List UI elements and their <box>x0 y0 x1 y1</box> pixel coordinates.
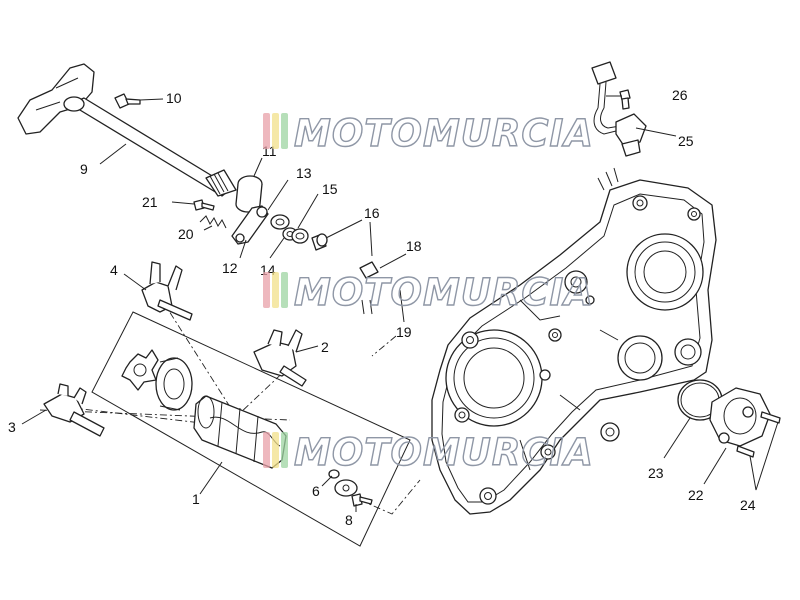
shift-fork-part-2 <box>253 329 307 387</box>
callout-25: 25 <box>678 133 694 149</box>
watermark-stripe <box>272 272 279 308</box>
callout-9: 9 <box>80 161 88 177</box>
shift-fork-part-4 <box>141 261 193 321</box>
callout-20: 20 <box>178 226 194 242</box>
callout-24: 24 <box>740 497 756 513</box>
callout-10: 10 <box>166 90 182 106</box>
callout-21: 21 <box>142 194 158 210</box>
watermark-text: MOTOMURCIA <box>294 112 594 155</box>
watermark-stripe <box>272 113 279 149</box>
callout-26: 26 <box>672 87 688 103</box>
callout-16: 16 <box>364 205 380 221</box>
callout-12: 12 <box>222 260 238 276</box>
watermark-text: MOTOMURCIA <box>294 431 594 474</box>
sleeve-part-11 <box>235 175 263 213</box>
watermark-stripe <box>281 432 288 468</box>
callout-3: 3 <box>8 419 16 435</box>
cover-part-22 <box>709 387 771 447</box>
watermark-text: MOTOMURCIA <box>294 271 594 314</box>
callout-8: 8 <box>345 512 353 528</box>
bolt-part-10 <box>114 93 141 109</box>
watermark-stripe <box>263 113 270 149</box>
watermark-middle: MOTOMURCIA <box>263 270 594 315</box>
callout-22: 22 <box>688 487 704 503</box>
watermark-bottom: MOTOMURCIA <box>263 430 594 475</box>
leader-lines <box>21 95 779 512</box>
watermark-stripe <box>263 272 270 308</box>
watermark-stripe <box>281 272 288 308</box>
watermark-stripe <box>281 113 288 149</box>
callout-2: 2 <box>321 339 329 355</box>
sensor-part-25 <box>591 61 647 157</box>
crankcase <box>431 167 717 515</box>
cam-plate <box>334 479 358 497</box>
screw-part-26 <box>619 89 631 110</box>
shift-shaft-part-9 <box>17 63 237 197</box>
callout-23: 23 <box>648 465 664 481</box>
callout-4: 4 <box>110 262 118 278</box>
callout-15: 15 <box>322 181 338 197</box>
star-wheel <box>121 349 159 391</box>
bolt-part-21 <box>193 199 215 211</box>
bearing <box>155 357 193 411</box>
shift-fork-part-3 <box>43 383 105 437</box>
callout-19: 19 <box>396 324 412 340</box>
callout-1: 1 <box>192 491 200 507</box>
watermark-stripe <box>272 432 279 468</box>
callout-6: 6 <box>312 483 320 499</box>
watermark-stripe <box>263 432 270 468</box>
screw-part-8 <box>351 493 373 507</box>
washer-part-15 <box>291 228 309 244</box>
bolts-part-24 <box>736 411 781 458</box>
callout-18: 18 <box>406 238 422 254</box>
callouts: 10 9 11 13 15 16 21 20 12 14 4 18 19 2 3… <box>8 87 756 528</box>
callout-13: 13 <box>296 165 312 181</box>
lever-part-12 <box>231 205 269 245</box>
pin-part-18-19 <box>359 261 379 315</box>
spring-part-20 <box>199 215 227 229</box>
watermark-top: MOTOMURCIA <box>263 111 594 156</box>
washer-part-13 <box>270 214 290 230</box>
bush-part-16 <box>311 233 328 251</box>
